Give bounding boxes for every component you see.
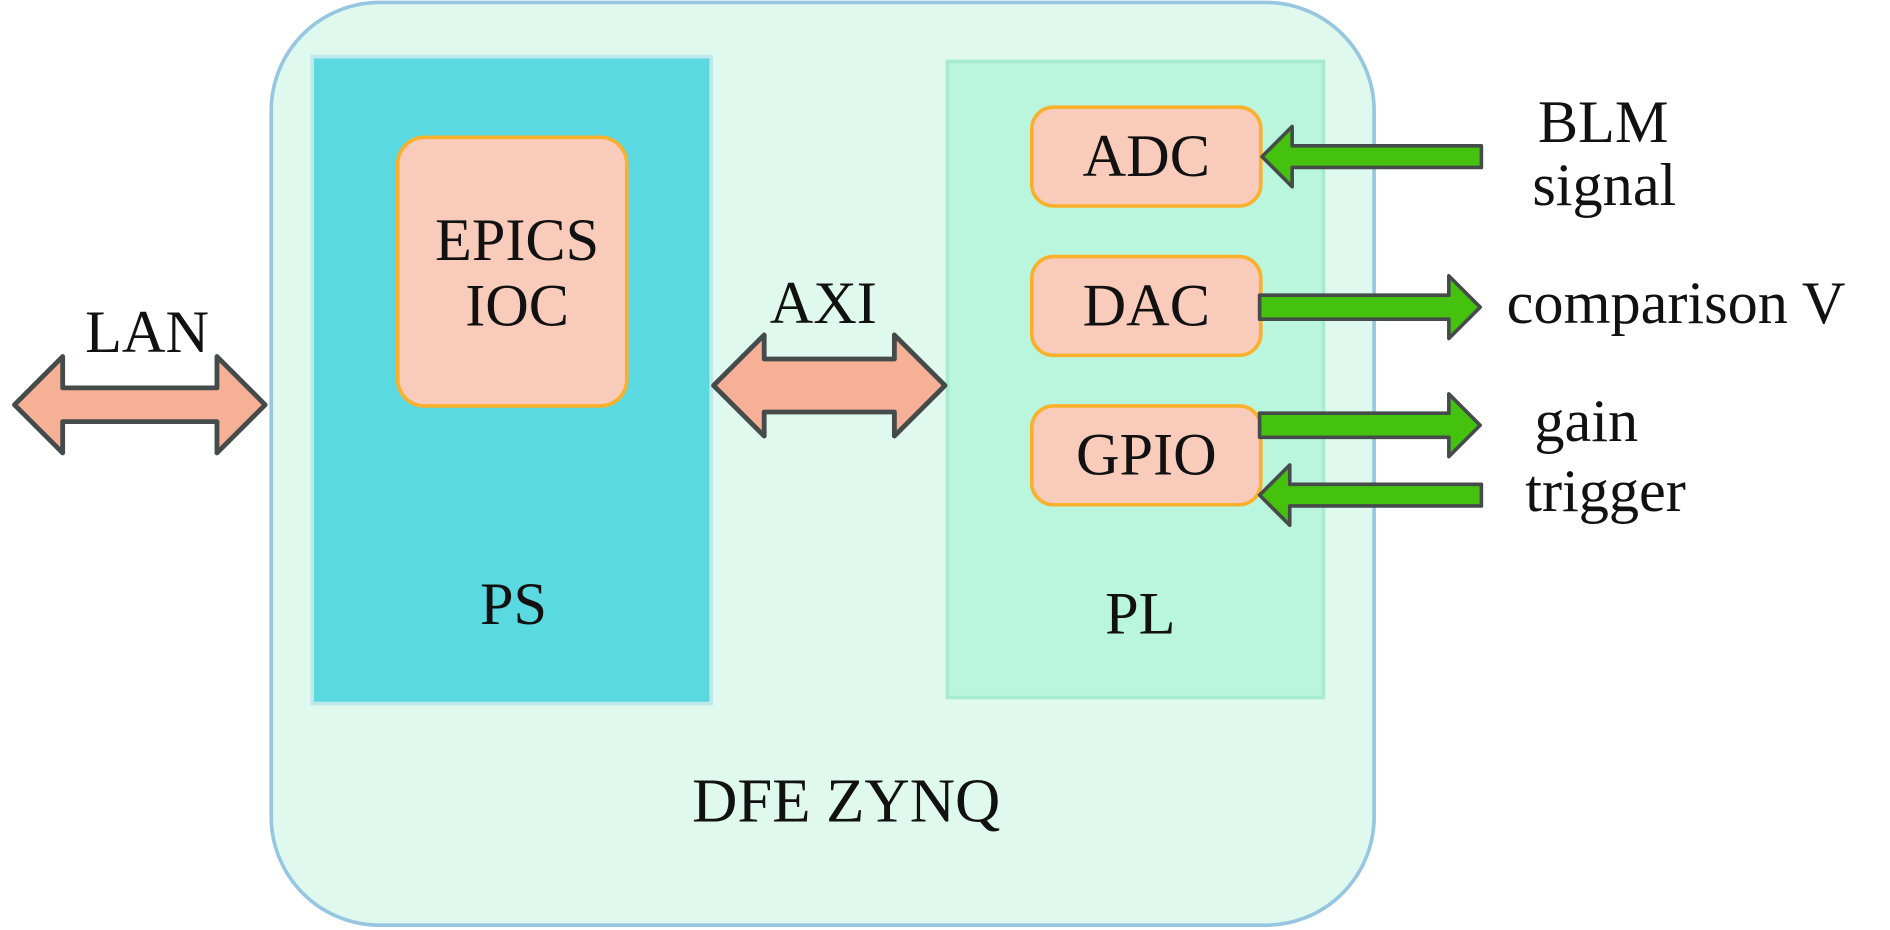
epics-ioc-label-line1: EPICS [435, 207, 599, 274]
comparison-v-arrow [1257, 274, 1482, 341]
pl-label: PL [1105, 581, 1175, 648]
epics-ioc-label-line2: IOC [465, 272, 569, 339]
axi-double-arrow [711, 332, 948, 439]
comparison-v-label: comparison V [1507, 270, 1846, 337]
lan-double-arrow [12, 354, 268, 456]
axi-label: AXI [770, 270, 877, 337]
blm-label-line2: signal [1532, 152, 1676, 219]
lan-label: LAN [85, 299, 209, 366]
dac-label: DAC [1083, 272, 1210, 339]
gpio-label: GPIO [1076, 422, 1217, 489]
dfe-zynq-label: DFE ZYNQ [692, 766, 1000, 836]
adc-label: ADC [1083, 123, 1210, 190]
gain-arrow [1257, 392, 1482, 459]
epics-ioc-module [395, 135, 629, 408]
ps-label: PS [480, 571, 547, 638]
trigger-arrow [1257, 463, 1484, 528]
blm-signal-arrow [1260, 124, 1484, 189]
blm-label-line1: BLM [1538, 89, 1669, 156]
gpio-module [1029, 404, 1263, 507]
gain-label: gain [1534, 388, 1638, 455]
trigger-label: trigger [1525, 458, 1686, 525]
